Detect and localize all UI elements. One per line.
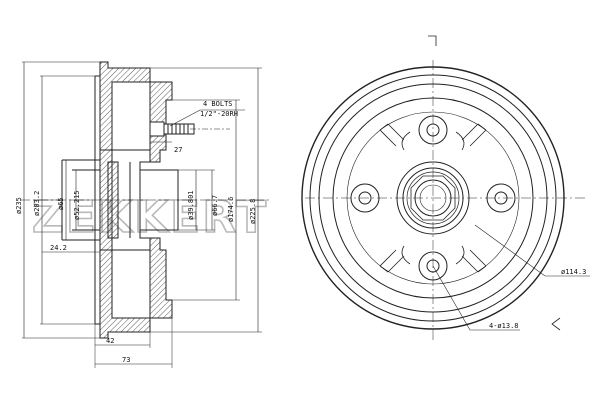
dim-outer-dia: ø235 [15,197,23,214]
dim-hub-dia-65: ø65 [57,197,65,210]
hub-bore [414,179,452,217]
dim-27: 27 [174,146,182,154]
reinforcement-ribs [379,123,487,273]
dim-73: 73 [122,356,130,364]
hub-nut [410,175,456,221]
wheel-stud [149,121,230,137]
bolts-note-line1: 4 BOLTS [203,100,233,108]
hub-ring [402,167,464,229]
section-dimension-lines [23,62,259,365]
flange-inner-circle [346,111,520,285]
dim-42: 42 [106,337,114,345]
hub-outer-circle [396,161,470,235]
holes-leader [432,265,520,331]
bolt-holes [350,115,516,281]
flange-circle [332,97,534,299]
pcd-label: ø114.3 [561,268,586,276]
bolts-note-line2: 1/2"-20RH [200,110,238,118]
dim-drum-dia: ø203.2 [33,191,41,216]
holes-label: 4-ø13.8 [489,322,519,330]
hub-body [100,149,151,251]
outer-rim-circle [301,66,565,330]
section-mark-bottom [551,317,561,331]
dim-brake-dia: ø225.8 [249,199,257,224]
rim-circle-3 [318,83,548,313]
section-mark-top [428,35,437,46]
front-view [301,35,590,340]
pcd-leader [474,224,590,277]
rim-circle-2 [309,74,557,322]
dim-hub-dia-52: ø52.215 [73,190,81,220]
dim-24-2: 24.2 [50,244,67,252]
dim-pilot-dia: ø66.7 [211,195,219,216]
flange-lower [149,237,173,319]
dim-flange-dia: ø174.6 [227,197,235,222]
dim-bore-dia: ø39.801 [187,190,195,220]
